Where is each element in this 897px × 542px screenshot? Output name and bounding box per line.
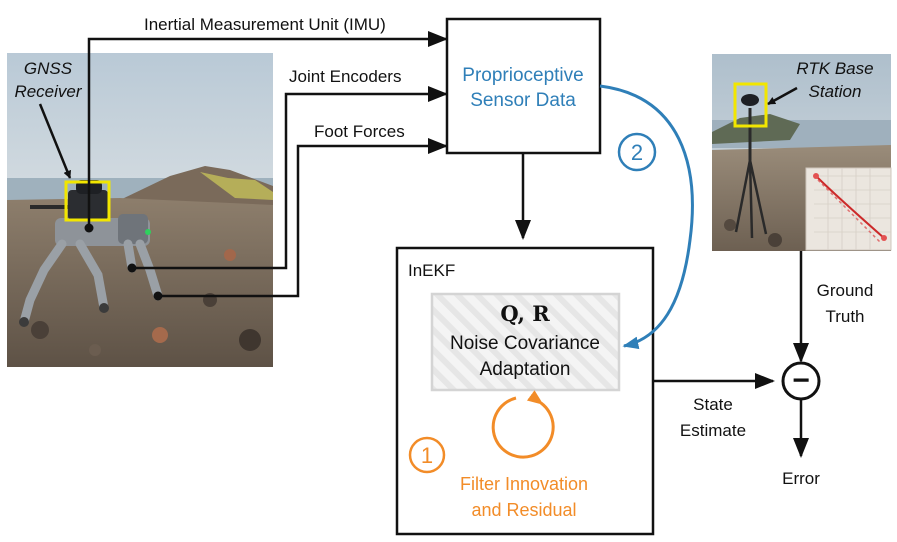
error-label: Error [782,469,820,488]
gnss-highlight-box [64,180,111,222]
joint-encoders-label: Joint Encoders [289,67,401,86]
ground-truth-line1: Ground [817,281,874,300]
sensor-data-line1: Proprioceptive [462,65,583,86]
rtk-highlight-box [733,82,768,128]
step-two-number: 2 [631,140,643,165]
state-estimate-line1: State [693,395,733,414]
imu-label: Inertial Measurement Unit (IMU) [144,15,386,34]
inekf-title: InEKF [408,261,455,280]
difference-symbol: − [792,364,810,397]
noise-adaptation-box [430,292,621,392]
ground-truth-line2: Truth [825,307,864,326]
sensor-to-adaptation-arrow [599,84,694,350]
gnss-label-line2: Receiver [14,82,82,101]
step-one-number: 1 [421,443,433,468]
rtk-photo [712,54,892,251]
gnss-pointer-arrow [38,103,72,179]
qr-label: Q, R [500,301,550,326]
step-two-marker [617,132,657,172]
joint-encoders-connector [127,86,448,273]
innovation-line2: and Residual [471,500,576,520]
gnss-label-line1: GNSS [24,59,73,78]
rtk-label-line2: Station [809,82,862,101]
robot-photo [7,53,273,367]
imu-connector [84,31,448,233]
sensor-data-line2: Sensor Data [470,90,576,111]
state-estimate-line2: Estimate [680,421,746,440]
rtk-pointer-arrow [767,86,798,106]
adaptation-line1: Noise Covariance [450,333,600,354]
adaptation-line2: Adaptation [480,359,571,380]
innovation-loop-arrow [491,390,555,459]
innovation-line1: Filter Innovation [460,474,588,494]
sensor-data-box [445,17,602,155]
foot-forces-label: Foot Forces [314,122,405,141]
step-one-marker [408,436,446,474]
rtk-label-line1: RTK Base [796,59,873,78]
foot-forces-connector [153,138,448,301]
